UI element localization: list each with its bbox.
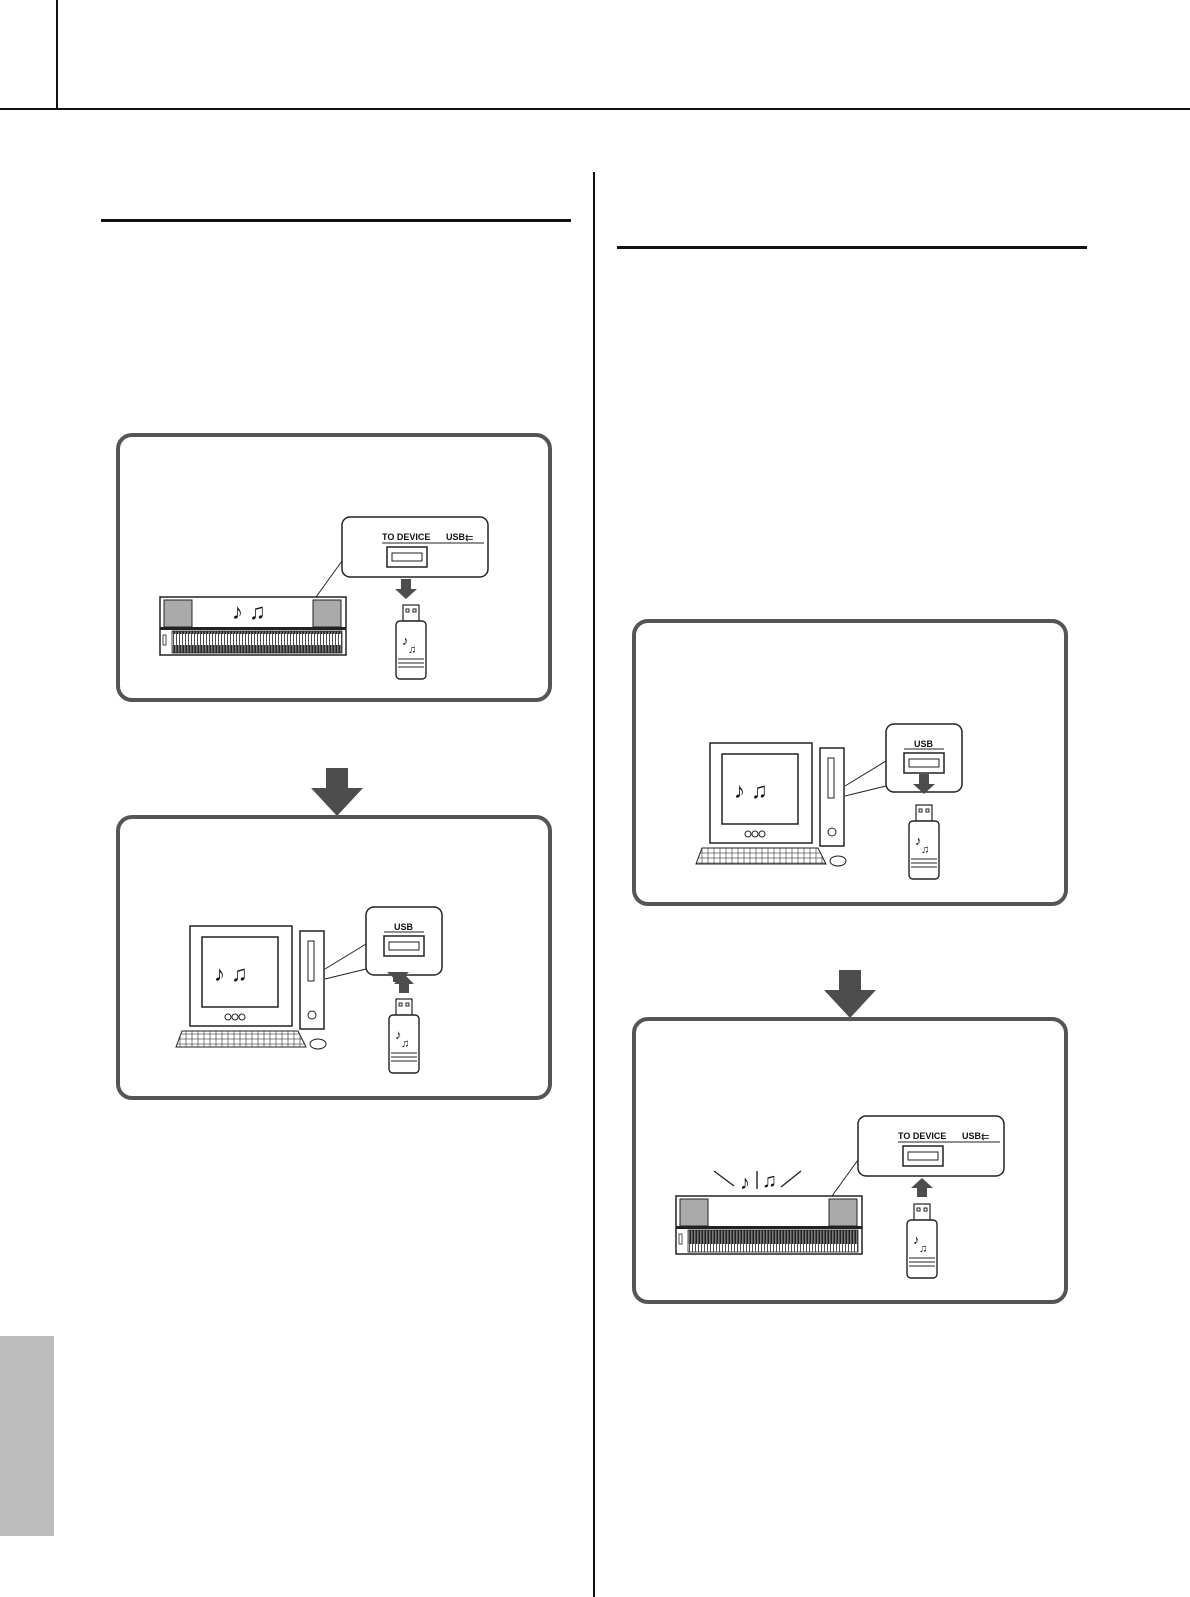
usb-port-callout: USB	[885, 723, 963, 793]
svg-text:♫: ♫	[762, 1170, 777, 1192]
svg-text:♫: ♫	[919, 1243, 927, 1255]
svg-text:♪: ♪	[395, 1027, 402, 1042]
side-tab	[0, 1336, 54, 1536]
usb-port-callout: TO DEVICE USB ⇇	[857, 1115, 1005, 1177]
music-notes-icon: ♪	[740, 1172, 750, 1194]
down-arrow-icon	[395, 579, 417, 599]
step-panel-piano-load: ♪ ♫ TO DEVICE USB ⇇ ♪ ♫	[632, 1017, 1068, 1304]
down-arrow-icon	[824, 970, 876, 1018]
step-panel-computer-load: ♪ ♫ USB ♪	[116, 815, 552, 1100]
down-arrow-icon	[913, 774, 935, 794]
header-vertical-rule	[56, 0, 58, 110]
to-device-label: TO DEVICE	[382, 532, 430, 542]
usb-label: USB	[394, 922, 414, 932]
usb-flash-drive-icon: ♪ ♫	[388, 998, 420, 1074]
usb-label: USB	[446, 532, 466, 542]
usb-port-callout: TO DEVICE USB ⇇	[341, 516, 489, 578]
svg-text:♫: ♫	[401, 1038, 409, 1050]
usb-port-callout: USB	[365, 906, 443, 976]
computer-icon: ♪ ♫	[695, 742, 847, 867]
piano-icon: ♪ ♫	[675, 1170, 863, 1255]
svg-text:♪: ♪	[915, 833, 922, 848]
svg-text:⇇: ⇇	[465, 533, 473, 544]
svg-text:⇇: ⇇	[981, 1132, 989, 1143]
svg-text:♫: ♫	[921, 844, 929, 856]
usb-flash-drive-icon: ♪ ♫	[908, 804, 940, 880]
right-section-rule	[617, 246, 1087, 249]
usb-label: USB	[962, 1131, 982, 1141]
svg-text:♪: ♪	[913, 1232, 920, 1247]
header-horizontal-rule	[0, 108, 1190, 110]
music-notes-icon: ♪ ♫	[214, 961, 248, 986]
down-arrow-icon	[311, 768, 363, 816]
to-device-label: TO DEVICE	[898, 1131, 946, 1141]
usb-label: USB	[914, 739, 934, 749]
usb-flash-drive-icon: ♪ ♫	[906, 1203, 938, 1279]
computer-icon: ♪ ♫	[175, 925, 327, 1050]
svg-text:♫: ♫	[408, 644, 416, 656]
svg-text:♪: ♪	[402, 633, 409, 648]
music-notes-icon: ♪ ♫	[734, 778, 768, 803]
music-notes-icon: ♪ ♫	[232, 599, 266, 624]
step-panel-piano-save: ♪ ♫ TO DEVICE USB ⇇ ♪ ♫	[116, 433, 552, 702]
up-arrow-icon	[911, 1178, 933, 1197]
column-divider	[593, 172, 595, 1597]
piano-icon: ♪ ♫	[159, 596, 347, 656]
usb-flash-drive-icon: ♪ ♫	[395, 604, 427, 680]
left-section-rule	[101, 219, 571, 222]
step-panel-computer-save: ♪ ♫ USB ♪ ♫	[632, 619, 1068, 906]
